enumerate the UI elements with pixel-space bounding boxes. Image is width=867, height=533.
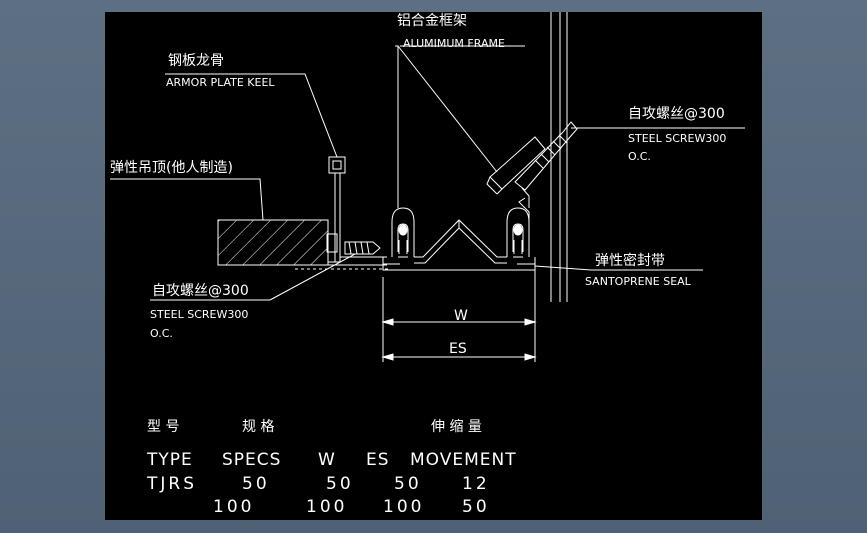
table-header-cn-specs: 规 格 bbox=[242, 419, 274, 435]
santoprene-seal bbox=[414, 219, 507, 264]
drawing-viewport[interactable]: 铝合金框架 ALUMIMUM FRAME 钢板龙骨 ARMOR PLATE KE… bbox=[105, 12, 762, 520]
armor-plate-keel bbox=[326, 156, 387, 266]
leader-ceiling bbox=[110, 178, 264, 221]
table-header-w: W bbox=[318, 450, 336, 470]
label-seal-cn: 弹性密封带 bbox=[595, 252, 665, 269]
label-screw-right-en: STEEL SCREW300 bbox=[628, 132, 726, 145]
right-steel-screw bbox=[514, 121, 578, 191]
label-armor-keel-cn: 钢板龙骨 bbox=[168, 53, 224, 69]
label-screw-left-cn: 自攻螺丝@300 bbox=[152, 283, 249, 299]
label-aluminium-frame-en: ALUMIMUM FRAME bbox=[403, 37, 505, 50]
label-screw-right-cn: 自攻螺丝@300 bbox=[628, 106, 725, 122]
label-aluminium-frame-cn: 铝合金框架 bbox=[397, 13, 467, 29]
table-header-cn-type: 型 号 bbox=[147, 419, 179, 435]
spec-table: 型 号 规 格 伸 缩 量 TYPE SPECS W ES MOVEMENT T… bbox=[146, 419, 517, 517]
leader-aluminium-frame bbox=[395, 45, 525, 208]
label-ceiling-cn: 弹性吊顶(他人制造) bbox=[110, 160, 233, 176]
table-header-cn-movement: 伸 缩 量 bbox=[431, 419, 482, 435]
dimension-es-label: ES bbox=[449, 341, 467, 357]
leader-seal bbox=[534, 265, 703, 271]
table-row-2-specs: 100 bbox=[213, 497, 254, 517]
dimension-w bbox=[381, 270, 537, 362]
label-screw-left-oc: O.C. bbox=[150, 327, 173, 340]
table-row-1-type: TJRS bbox=[146, 474, 197, 494]
label-armor-keel-en: ARMOR PLATE KEEL bbox=[166, 76, 275, 89]
left-steel-screw bbox=[344, 241, 381, 255]
table-row-1-specs: 50 bbox=[242, 474, 270, 494]
table-row-2-es: 100 bbox=[383, 497, 424, 517]
table-row-1-es: 50 bbox=[394, 474, 422, 494]
left-seal-clamp bbox=[391, 207, 415, 258]
label-screw-right-oc: O.C. bbox=[628, 150, 651, 163]
table-header-specs: SPECS bbox=[222, 450, 281, 470]
table-header-movement: MOVEMENT bbox=[410, 450, 517, 470]
leader-armor-keel bbox=[165, 73, 338, 158]
label-screw-left-en: STEEL SCREW300 bbox=[150, 308, 248, 321]
table-row-1-w: 50 bbox=[326, 474, 354, 494]
section-drawing: 铝合金框架 ALUMIMUM FRAME 钢板龙骨 ARMOR PLATE KE… bbox=[110, 12, 745, 517]
table-header-es: ES bbox=[366, 450, 390, 470]
leader-screw-left bbox=[150, 253, 356, 301]
dimension-es bbox=[381, 353, 537, 361]
table-row-1-movement: 12 bbox=[462, 474, 490, 494]
table-row-2-w: 100 bbox=[306, 497, 347, 517]
elastic-ceiling-board bbox=[217, 219, 329, 266]
right-seal-clamp bbox=[506, 207, 530, 258]
aluminium-frame-base bbox=[382, 257, 536, 271]
label-seal-en: SANTOPRENE SEAL bbox=[585, 275, 692, 288]
table-header-type: TYPE bbox=[146, 450, 193, 470]
table-row-2-movement: 50 bbox=[462, 497, 490, 517]
aluminium-frame-right bbox=[486, 136, 546, 209]
dimension-w-label: W bbox=[454, 308, 468, 324]
